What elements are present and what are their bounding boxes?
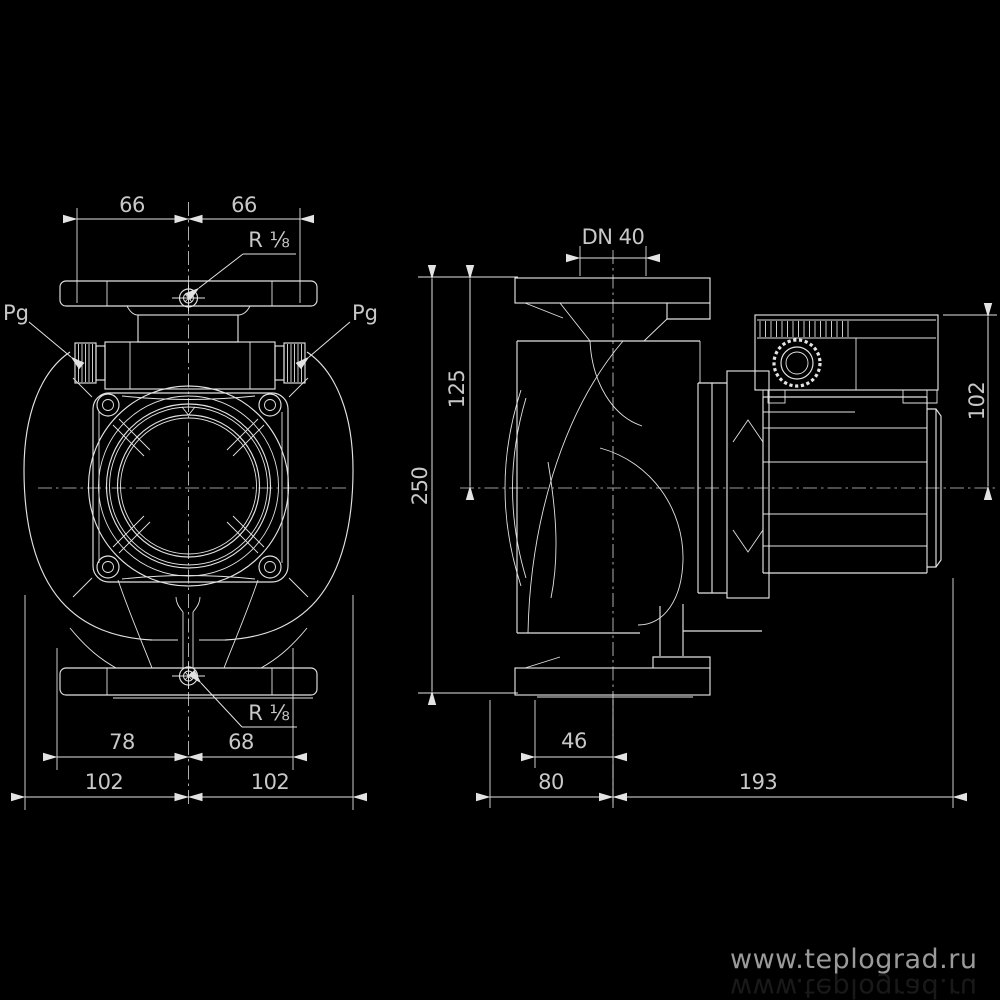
front-top-flange <box>59 280 318 316</box>
front-cable-gland-left <box>74 342 106 384</box>
side-bottom-flange <box>514 656 711 698</box>
watermark: www.teplograd.ru www.teplograd.ru <box>730 944 977 1000</box>
dim-68: 68 <box>228 730 254 754</box>
side-motor <box>762 390 942 574</box>
dim-102-left: 102 <box>85 770 124 794</box>
front-cable-gland-right <box>274 342 306 384</box>
front-view <box>23 202 354 806</box>
front-vent-screw-top <box>172 285 205 311</box>
side-dimensions: DN 40 250 125 102 46 80 193 <box>408 225 997 808</box>
watermark-reflection: www.teplograd.ru <box>730 972 977 1000</box>
side-foot <box>652 604 711 668</box>
side-top-flange <box>514 277 711 342</box>
dim-250: 250 <box>408 467 432 506</box>
side-pump-housing <box>504 340 762 634</box>
dim-66-left: 66 <box>119 193 145 217</box>
side-terminal-box <box>754 314 939 404</box>
dim-80: 80 <box>538 770 564 794</box>
dim-78: 78 <box>109 730 135 754</box>
front-body-outline <box>23 351 354 669</box>
dim-125: 125 <box>445 370 469 409</box>
dim-66-right: 66 <box>231 193 257 217</box>
side-view <box>460 250 996 806</box>
label-vent-top: R ⅛ <box>248 228 290 252</box>
label-vent-bottom: R ⅛ <box>248 701 290 725</box>
front-bottom-flange <box>59 667 318 699</box>
label-pg-left: Pg <box>3 301 29 325</box>
dim-102-motor: 102 <box>965 382 989 421</box>
front-vent-screw-bottom <box>172 663 205 689</box>
front-terminal-box <box>104 314 276 390</box>
watermark-text: www.teplograd.ru <box>730 944 977 975</box>
dim-46: 46 <box>561 729 587 753</box>
dim-193: 193 <box>739 770 778 794</box>
vent-slots <box>759 321 849 337</box>
side-motor-flange-clamp <box>697 370 770 599</box>
dim-102-right: 102 <box>251 770 290 794</box>
front-stator-circles <box>87 385 290 587</box>
dim-dn40: DN 40 <box>582 225 645 249</box>
front-bolt-holes <box>96 393 282 579</box>
front-dimensions: 66 66 78 68 102 102 R ⅛ R ⅛ Pg Pg <box>3 193 378 810</box>
front-flange-plate <box>72 377 309 598</box>
speed-selector-knob <box>772 338 822 388</box>
label-pg-right: Pg <box>352 301 378 325</box>
